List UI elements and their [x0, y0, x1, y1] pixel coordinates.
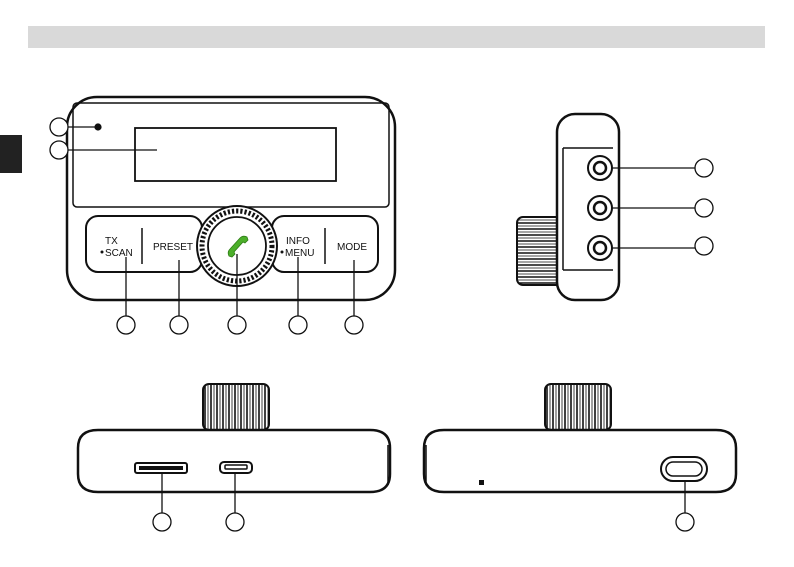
callout-4	[170, 316, 188, 334]
callout-7	[345, 316, 363, 334]
callout-1	[50, 118, 68, 136]
mode-label: MODE	[337, 242, 367, 253]
callout-13	[676, 513, 694, 531]
dot-bullet-icon	[281, 251, 284, 254]
preset-label: PRESET	[153, 242, 193, 253]
callout-2	[50, 141, 68, 159]
microphone-hole	[95, 124, 100, 129]
side-callouts	[612, 159, 713, 255]
callout-6	[289, 316, 307, 334]
side-ports	[588, 156, 612, 260]
top-view	[424, 384, 736, 492]
reset-pinhole	[479, 480, 484, 485]
callout-3	[117, 316, 135, 334]
bottom-knob	[203, 384, 269, 430]
top-knob	[545, 384, 611, 430]
callout-10	[695, 237, 713, 255]
front-inner-panel	[73, 103, 389, 207]
bottom-view	[78, 384, 390, 492]
callout-8	[695, 159, 713, 177]
menu-label: MENU	[285, 248, 314, 259]
tx-label: TX	[105, 236, 118, 247]
callout-11	[153, 513, 171, 531]
scan-label: SCAN	[105, 248, 133, 259]
top-body	[424, 430, 736, 492]
info-label: INFO	[286, 236, 310, 247]
display-screen	[135, 128, 336, 181]
callout-9	[695, 199, 713, 217]
dot-bullet-icon	[101, 251, 104, 254]
callout-12	[226, 513, 244, 531]
callout-5	[228, 316, 246, 334]
